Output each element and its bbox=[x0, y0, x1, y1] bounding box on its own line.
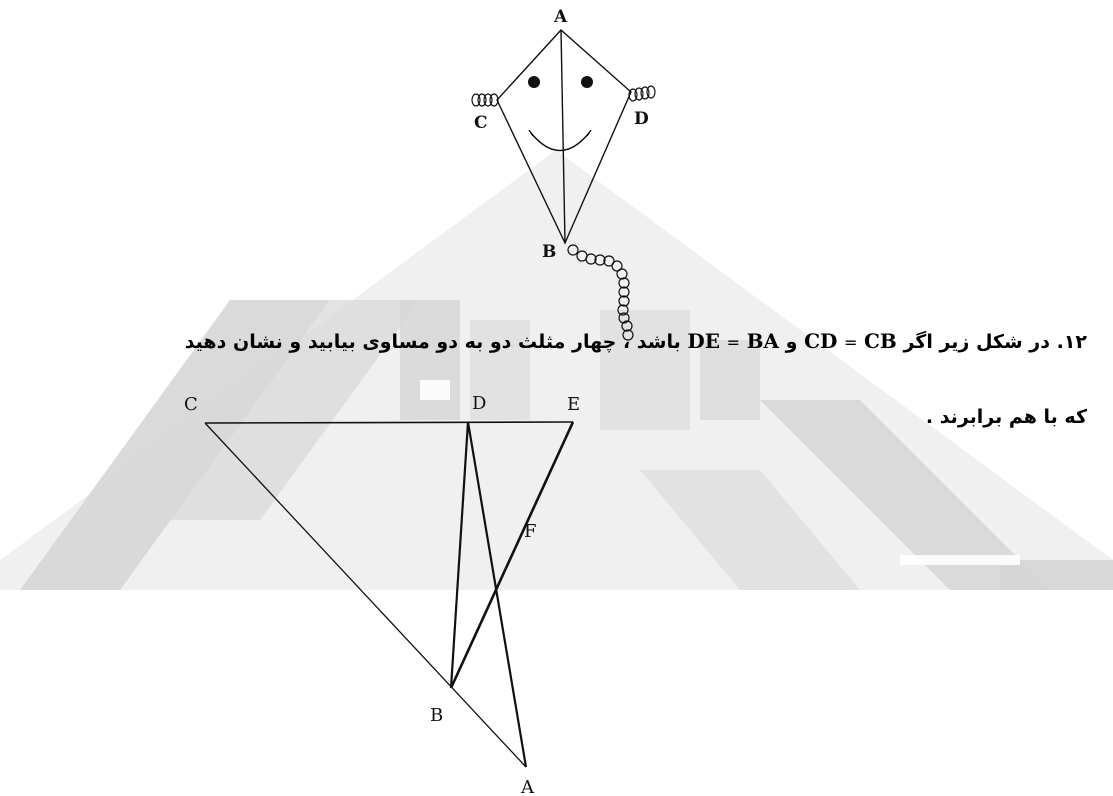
problem-text-start: در شکل زیر اگر bbox=[903, 331, 1050, 353]
kite-bow-d bbox=[628, 85, 656, 102]
geo-label-e: E bbox=[567, 394, 580, 415]
segment-ca bbox=[204, 422, 527, 768]
problem-number: ۱۲. bbox=[1056, 331, 1087, 353]
kite-spine bbox=[560, 29, 566, 244]
kite-label-b: B bbox=[542, 242, 556, 262]
kite-label-a: A bbox=[553, 7, 568, 27]
geo-label-a: A bbox=[520, 777, 535, 796]
segment-eb bbox=[449, 421, 575, 689]
segment-de-label: DE bbox=[687, 329, 720, 353]
segment-ba-label: BA bbox=[746, 329, 780, 353]
kite-smile-dimple-left bbox=[528, 129, 534, 137]
segment-cd-label: CD bbox=[804, 329, 838, 353]
kite-figure bbox=[471, 29, 656, 341]
kite-label-c: C bbox=[474, 113, 488, 133]
geometry-figure bbox=[204, 421, 575, 768]
kite-eye-left bbox=[528, 76, 540, 88]
geo-label-f: F bbox=[524, 521, 537, 542]
kite-smile bbox=[530, 132, 590, 151]
problem-line-1: ۱۲. در شکل زیر اگر CD = CB و DE = BA باش… bbox=[27, 328, 1087, 356]
geo-label-d: D bbox=[472, 393, 486, 414]
geo-label-b: B bbox=[430, 705, 443, 726]
problem-line-2: که با هم برابرند . bbox=[925, 406, 1087, 428]
segment-da bbox=[466, 421, 528, 768]
kite-label-d: D bbox=[634, 109, 649, 129]
equals-sign: = bbox=[726, 333, 740, 352]
segment-cb-label: CB bbox=[864, 329, 897, 353]
segment-db bbox=[449, 421, 470, 689]
equation-cd-cb: CD = CB bbox=[804, 329, 897, 353]
problem-conjunction: و bbox=[785, 331, 798, 353]
equals-sign: = bbox=[843, 333, 858, 352]
kite-eye-right bbox=[581, 76, 593, 88]
geo-label-c: C bbox=[184, 394, 198, 415]
problem-text-end: باشد ، چهار مثلث دو به دو مساوی بیابید و… bbox=[184, 331, 681, 353]
segment-ce bbox=[204, 421, 574, 424]
kite-bow-c bbox=[471, 93, 499, 107]
kite-smile-dimple-right bbox=[586, 129, 592, 137]
kite-tail bbox=[567, 244, 634, 341]
equation-de-ba: DE = BA bbox=[687, 329, 780, 353]
